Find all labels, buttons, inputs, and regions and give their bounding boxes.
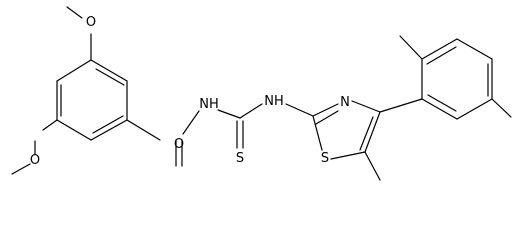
atom-label-s-thione: S <box>236 151 244 166</box>
atom-label-o-methoxy-bottom: O <box>30 153 40 168</box>
atom-labels: O O O NH NH S N S <box>30 15 350 168</box>
atom-label-o-methoxy-top: O <box>86 15 96 30</box>
atom-label-n-thiazole: N <box>340 95 350 110</box>
atom-label-o-carbonyl: O <box>174 137 184 152</box>
bond-lines <box>11 6 512 181</box>
atom-label-nh-amide: NH <box>199 97 219 112</box>
atom-label-nh-thio: NH <box>264 94 284 109</box>
atom-label-s-thiazole: S <box>321 151 329 166</box>
molecule-structure: O O O NH NH S N S <box>11 6 512 181</box>
